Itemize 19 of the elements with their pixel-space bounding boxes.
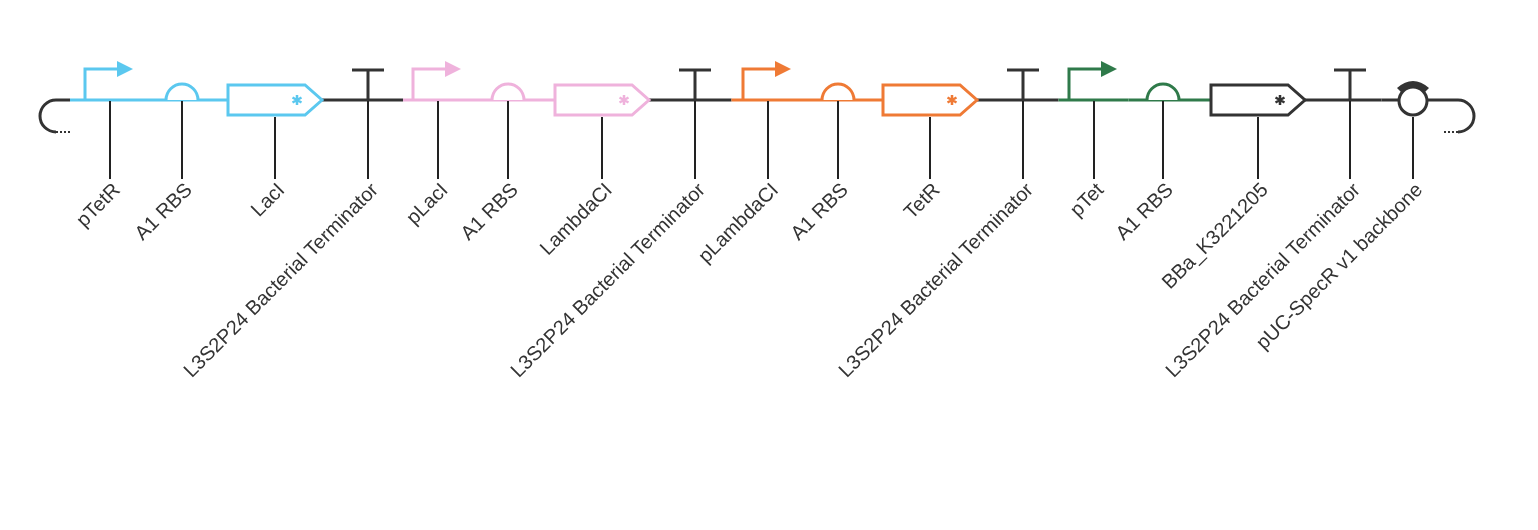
leader-line	[1022, 100, 1024, 180]
leader-line	[1093, 100, 1095, 180]
leader-line	[181, 100, 183, 180]
leader-line	[601, 116, 603, 180]
leader-line	[1349, 100, 1351, 180]
leader-line	[367, 100, 369, 180]
part-label: TetR	[899, 178, 944, 223]
leader-line	[437, 100, 439, 180]
leader-line	[929, 116, 931, 180]
leader-line	[109, 100, 111, 180]
leader-line	[507, 100, 509, 180]
leader-line	[1162, 100, 1164, 180]
leader-line	[837, 100, 839, 180]
part-label: LacI	[246, 178, 289, 221]
leader-line	[767, 100, 769, 180]
leader-line	[1257, 116, 1259, 180]
leader-line	[274, 116, 276, 180]
leader-line	[694, 100, 696, 180]
leader-line	[1412, 116, 1414, 180]
